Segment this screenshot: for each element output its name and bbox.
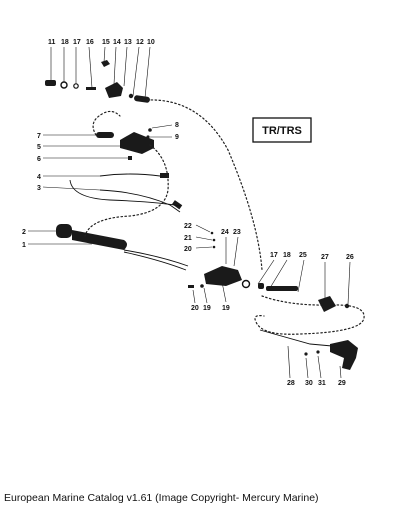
spring-clip-part — [318, 296, 336, 312]
handle-wire-1 — [123, 249, 189, 267]
pin-part — [128, 156, 132, 160]
image-caption: European Marine Catalog v1.61 (Image Cop… — [4, 492, 319, 504]
center-callouts: 22 21 20 24 23 20 19 19 17 18 25 27 26 — [184, 223, 354, 312]
handle-arm-part — [72, 230, 127, 250]
shaft-part — [266, 286, 298, 291]
switch-housing-part — [204, 266, 242, 286]
left-leaders — [28, 124, 173, 245]
callout-18-lower[interactable]: 18 — [283, 252, 291, 259]
callout-29[interactable]: 27 — [321, 254, 329, 261]
routing-loop — [92, 110, 121, 136]
top-parts — [45, 60, 150, 103]
callout-3[interactable]: 3 — [37, 185, 41, 192]
screw-part — [86, 87, 96, 90]
callout-1[interactable]: 1 — [22, 242, 26, 249]
callout-28[interactable]: 26 — [346, 254, 354, 261]
trim-cables — [69, 173, 183, 213]
washer-part — [60, 81, 68, 89]
top-callouts: 11 18 17 16 15 14 13 12 10 — [48, 39, 155, 46]
callout-6[interactable]: 6 — [37, 156, 41, 163]
exploded-parts-diagram: 11 18 17 16 15 14 13 12 10 TR/TRS — [22, 39, 365, 387]
cable-loop — [69, 179, 181, 207]
washer-small-part — [73, 83, 79, 89]
callout-17[interactable]: 17 — [73, 39, 81, 46]
callout-22[interactable]: 20 — [184, 246, 192, 253]
callout-25[interactable]: 23 — [233, 229, 241, 236]
screw-32-part — [304, 352, 308, 356]
bottom-parts — [259, 329, 358, 370]
top-leaders — [50, 46, 151, 99]
ball-part — [212, 238, 216, 242]
callout-32[interactable]: 30 — [305, 380, 313, 387]
routing-left — [84, 144, 169, 237]
routing-top — [146, 99, 263, 271]
routing-bottom — [254, 295, 365, 335]
callout-4[interactable]: 4 — [37, 174, 41, 181]
callout-27[interactable]: 25 — [299, 252, 307, 259]
callout-12[interactable]: 12 — [136, 39, 144, 46]
callout-23[interactable]: 21 — [184, 235, 192, 242]
callout-24[interactable]: 22 — [184, 223, 192, 230]
switch-assembly — [188, 231, 350, 312]
washer-33-part — [316, 350, 320, 354]
callout-18[interactable]: 18 — [61, 39, 69, 46]
bracket-part — [105, 82, 123, 98]
clip-part — [101, 60, 110, 67]
bushing-part — [258, 283, 264, 289]
cable-4 — [99, 173, 168, 177]
callout-5[interactable]: 5 — [37, 144, 41, 151]
callout-33[interactable]: 31 — [318, 380, 326, 387]
cable-4-end — [160, 173, 169, 178]
callout-26[interactable]: 24 — [221, 229, 229, 236]
callout-11[interactable]: 11 — [48, 39, 56, 46]
cable-3-end — [172, 200, 183, 210]
callout-2[interactable]: 2 — [22, 229, 26, 236]
wire-routing — [84, 99, 365, 335]
callout-13[interactable]: 13 — [124, 39, 132, 46]
control-handle — [56, 224, 189, 271]
callout-30[interactable]: 28 — [287, 380, 295, 387]
callout-31[interactable]: 29 — [338, 380, 346, 387]
badge-label: TR/TRS — [262, 125, 302, 137]
lever-arm-part — [330, 340, 358, 370]
grip-part — [134, 95, 150, 103]
screw-small-part — [148, 128, 152, 132]
handle-wire-2 — [123, 251, 187, 271]
washer-21-part — [200, 284, 204, 288]
callout-8[interactable]: 8 — [175, 122, 179, 129]
knob-part — [45, 80, 56, 86]
callout-7[interactable]: 7 — [37, 133, 41, 140]
center-leaders — [192, 224, 351, 305]
callout-9[interactable]: 9 — [175, 134, 179, 141]
callout-20[interactable]: 20 — [191, 305, 199, 312]
screw-20-part — [188, 285, 194, 288]
spring-part — [210, 231, 214, 235]
lever-wire — [259, 329, 333, 347]
actuator-assembly — [96, 128, 154, 160]
left-callouts: 7 5 6 4 3 2 1 8 9 — [22, 122, 179, 249]
cable-3 — [99, 189, 181, 213]
washer-tiny-part — [146, 135, 150, 139]
nut-28-part — [344, 303, 350, 309]
model-badge: TR/TRS — [252, 117, 312, 143]
callout-14[interactable]: 14 — [113, 39, 121, 46]
nut-part — [128, 93, 134, 99]
callout-21[interactable]: 19 — [203, 305, 211, 312]
actuator-body-part — [120, 132, 154, 154]
callout-15[interactable]: 15 — [102, 39, 110, 46]
handle-grip-part — [56, 224, 72, 238]
detent-part — [212, 245, 216, 249]
callout-19[interactable]: 19 — [222, 305, 230, 312]
o-ring-part — [241, 279, 251, 289]
plunger-part — [96, 132, 114, 138]
callout-10[interactable]: 10 — [147, 39, 155, 46]
bottom-callouts: 28 30 31 29 — [287, 380, 346, 387]
callout-16[interactable]: 16 — [86, 39, 94, 46]
callout-17-lower[interactable]: 17 — [270, 252, 278, 259]
bottom-leaders — [287, 345, 342, 379]
